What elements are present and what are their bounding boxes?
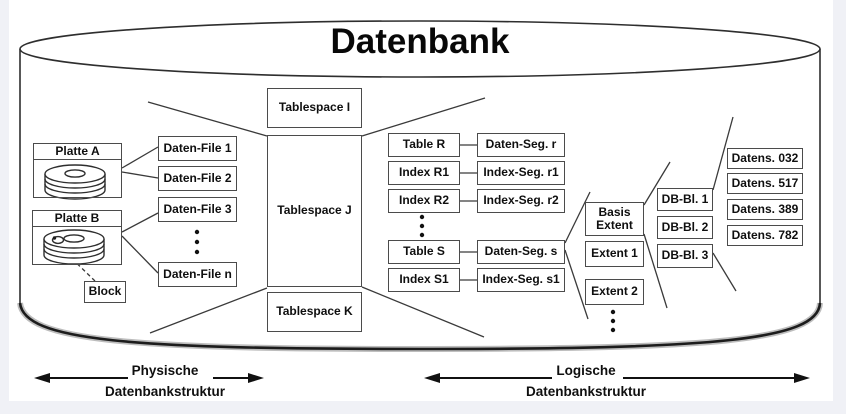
page-edge-bottom [0,401,846,414]
data-file-3-box: Daten-File 3 [158,197,237,222]
record-032-box: Datens. 032 [727,148,803,169]
basis-extent-box: Basis Extent [585,202,644,236]
disk-a-icon [44,164,106,200]
index-r1-box: Index R1 [388,161,460,185]
tablespace-k-box: Tablespace K [267,292,362,332]
index-segment-r1-box: Index-Seg. r1 [477,161,565,185]
ellipsis-dots [194,214,616,333]
legend-physical-line1: Physische [131,363,199,378]
db-block-2-box: DB-Bl. 2 [657,216,713,239]
table-s-box: Table S [388,240,460,264]
data-segment-r-box: Daten-Seg. r [477,133,565,157]
record-782-box: Datens. 782 [727,225,803,246]
record-389-box: Datens. 389 [727,199,803,220]
disk-a-label: Platte A [34,144,121,160]
data-file-n-box: Daten-File n [158,262,237,287]
logical-span-arrow [424,373,810,383]
index-r2-box: Index R2 [388,189,460,213]
block-marker-icon [51,235,65,245]
database-cylinder-icon [17,20,823,353]
diagram-title: Datenbank [330,22,510,61]
expansion-fan-lines [147,97,737,338]
record-517-box: Datens. 517 [727,173,803,194]
legend-logical-line2: Datenbankstruktur [525,384,647,399]
index-segment-r2-box: Index-Seg. r2 [477,189,565,213]
disk-b-label: Platte B [33,211,121,227]
db-block-3-box: DB-Bl. 3 [657,244,713,268]
db-block-1-box: DB-Bl. 1 [657,188,713,211]
block-box: Block [84,281,126,303]
tablespace-j-box: Tablespace J [267,135,362,287]
index-s1-box: Index S1 [388,268,460,292]
data-file-1-box: Daten-File 1 [158,136,237,161]
extent-2-box: Extent 2 [585,279,644,305]
page-edge-right [833,0,846,414]
physical-span-arrow [34,373,264,383]
tablespace-i-box: Tablespace I [267,88,362,128]
data-segment-s-box: Daten-Seg. s [477,240,565,264]
disk-b-icon [43,229,105,265]
page-edge-left [0,0,9,414]
extent-1-box: Extent 1 [585,241,644,267]
disk-b-box: Platte B [32,210,122,265]
legend-logical-line1: Logische [556,363,616,378]
table-r-box: Table R [388,133,460,157]
connector-lines [121,144,477,281]
disk-a-box: Platte A [33,143,122,198]
index-segment-s1-box: Index-Seg. s1 [477,268,565,292]
data-file-2-box: Daten-File 2 [158,166,237,191]
legend-physical-line2: Datenbankstruktur [104,384,226,399]
